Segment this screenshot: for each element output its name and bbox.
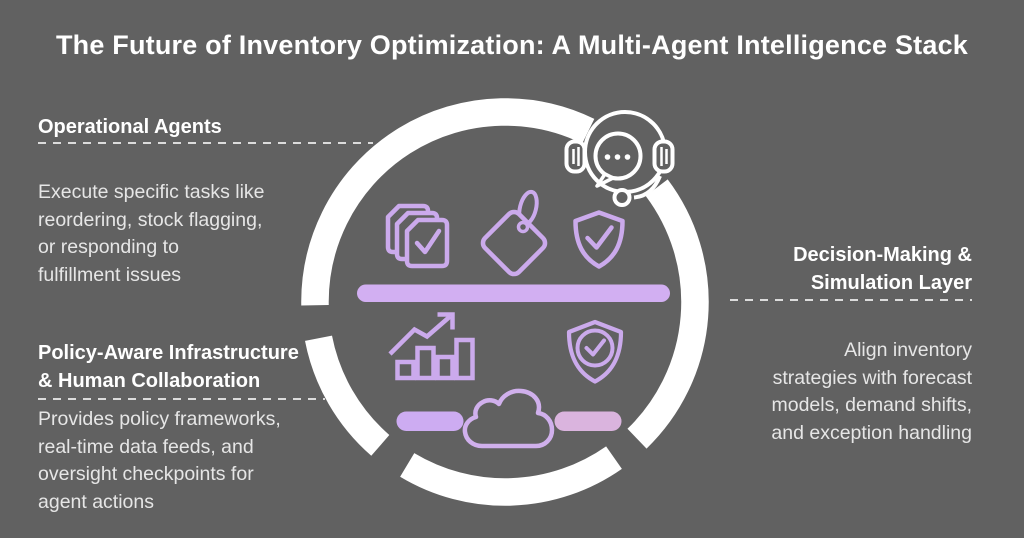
ring-segment-bottom xyxy=(400,446,622,506)
ring-segment-top xyxy=(301,98,595,306)
decision-simulation-body: Align inventory strategies with forecast… xyxy=(771,339,972,444)
shield-check-icon xyxy=(573,210,625,269)
documents-check-icon xyxy=(385,203,450,269)
decision-simulation-heading: Decision-Making & Simulation Layer xyxy=(793,244,972,294)
lavender-divider-bar xyxy=(357,284,670,302)
operational-agents-body: Execute specific tasks like reordering, … xyxy=(38,181,265,286)
cloud-icon xyxy=(462,388,555,449)
support-agent-icon xyxy=(564,110,675,207)
ring-segment-lower-left xyxy=(305,335,390,456)
shield-verified-icon xyxy=(566,319,624,384)
price-tag-icon xyxy=(480,189,548,277)
growth-chart-icon xyxy=(388,312,475,381)
page-title: The Future of Inventory Optimization: A … xyxy=(55,30,969,60)
dash-connector-operational xyxy=(38,142,373,144)
operational-agents-heading: Operational Agents xyxy=(38,116,222,138)
small-pill-right xyxy=(554,411,622,431)
progress-ring xyxy=(301,98,709,506)
policy-infrastructure-block: Policy-Aware Infrastructure & Human Coll… xyxy=(38,339,348,516)
dash-connector-decision xyxy=(730,299,972,301)
small-pill-left xyxy=(396,411,464,431)
ring-segment-right xyxy=(627,179,709,449)
policy-infrastructure-body: Provides policy frameworks, real-time da… xyxy=(38,408,281,513)
policy-infrastructure-heading: Policy-Aware Infrastructure & Human Coll… xyxy=(38,342,299,392)
dash-connector-policy xyxy=(38,398,325,400)
decision-simulation-block: Decision-Making & Simulation Layer Align… xyxy=(672,241,972,447)
operational-agents-block: Operational Agents Execute specific task… xyxy=(38,113,338,289)
